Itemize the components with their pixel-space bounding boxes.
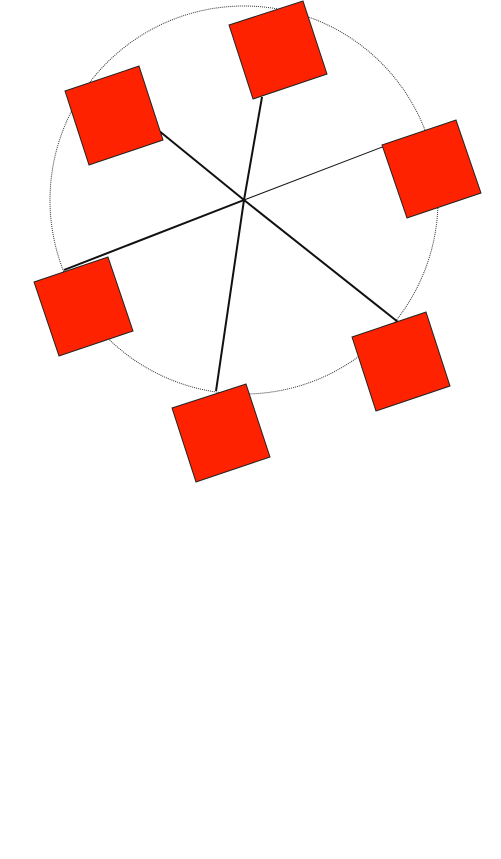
red-square-lower-left [33, 256, 134, 357]
spoke-upper-left [157, 129, 245, 201]
red-square-top [228, 0, 328, 100]
red-square-bottom [171, 383, 271, 483]
spoke-top [243, 96, 263, 201]
spoke-lower-left [63, 199, 245, 271]
red-square-upper-right [381, 119, 482, 219]
red-square-lower-right [351, 311, 451, 412]
spoke-bottom [215, 199, 245, 392]
wheel [33, 0, 482, 483]
spoke-lower-right [243, 199, 399, 323]
spoke-upper-right [243, 145, 386, 201]
red-square-upper-left [64, 65, 164, 166]
